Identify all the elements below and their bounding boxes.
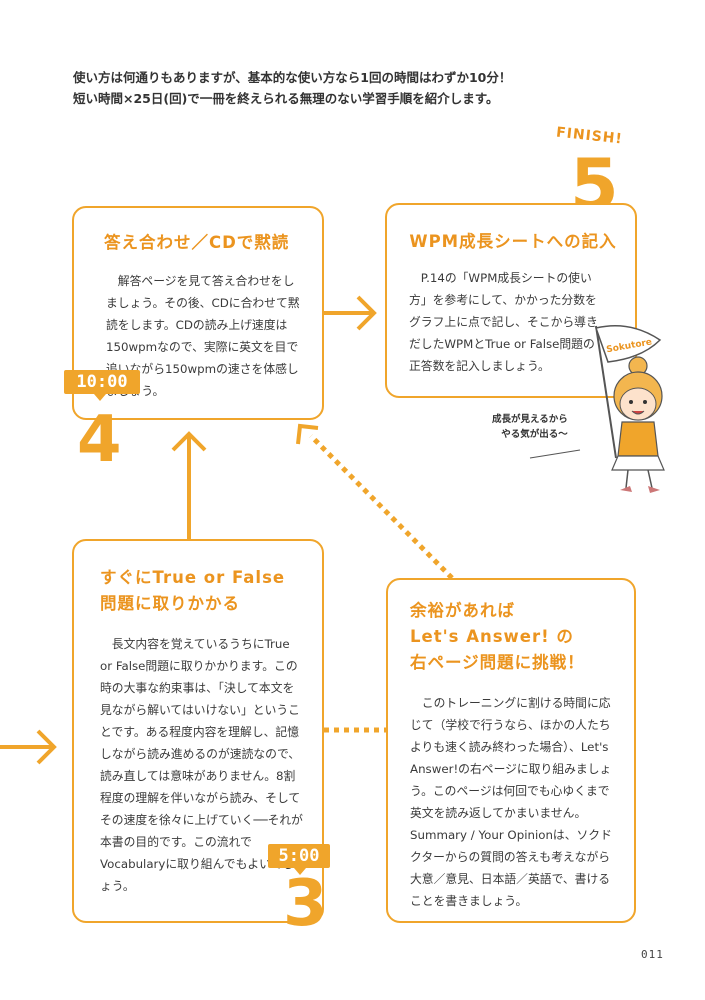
mascot-mouth [631, 410, 645, 415]
speech-text: 成長が見えるから やる気が出る〜 [492, 412, 568, 442]
mascot-eye-left [629, 400, 633, 404]
flag-pole [595, 325, 617, 459]
extra-title: 余裕があれば Let's Answer! の 右ページ問題に挑戦！ [410, 598, 614, 676]
step4-body: 解答ページを見て答え合わせをしましょう。その後、CDに合わせて黙読をします。CD… [106, 274, 300, 398]
step3-title-line-1: すぐにTrue or False [100, 568, 286, 587]
dotted-arrow-extra-to-4 [309, 434, 454, 580]
page-number: 011 [641, 948, 664, 961]
arrow-entry-head [36, 729, 57, 765]
intro-line-1: 使い方は何通りもありますが、基本的な使い方なら1回の時間はわずか10分！ [73, 70, 512, 85]
intro-line-2: 短い時間×25日(回)で一冊を終えられる無理のない学習手順を紹介します。 [73, 91, 499, 106]
speech-line-2: やる気が出る〜 [501, 429, 568, 440]
mascot-face [619, 387, 657, 421]
mascot-shoe-right [648, 486, 660, 493]
flag-cloth [595, 325, 662, 363]
speech-underline [529, 449, 581, 459]
mascot-shoe-left [620, 486, 632, 492]
mascot-skirt [611, 455, 665, 471]
extra-challenge-card: 余裕があれば Let's Answer! の 右ページ問題に挑戦！ このトレーニ… [386, 578, 636, 923]
step4-title: 答え合わせ／CDで黙読 [104, 233, 290, 252]
mascot-sweater [617, 421, 659, 457]
intro-text: 使い方は何通りもありますが、基本的な使い方なら1回の時間はわずか10分！ 短い時… [73, 67, 633, 109]
step4-time-badge: 10:00 [64, 370, 140, 401]
mascot-illustration: Sokutore [595, 325, 665, 493]
mascot-leg-left [625, 469, 629, 489]
extra-title-line-3: 右ページ問題に挑戦！ [410, 653, 585, 672]
speech-underline-stroke [529, 449, 581, 459]
mascot-leg-right [647, 469, 653, 489]
step3-title-line-2: 問題に取りかかる [100, 594, 240, 613]
step5-body: P.14の「WPM成長シートの使い方」を参考にして、かかった分数をグラフ上に点で… [409, 271, 598, 373]
arrow-3-to-4-head [171, 431, 207, 452]
dotted-arrow-head [296, 423, 319, 445]
extra-title-line-2: Let's Answer! の [410, 627, 574, 646]
step3-title: すぐにTrue or False 問題に取りかかる [100, 565, 302, 617]
step4-number: 4 [77, 403, 122, 477]
extra-title-line-1: 余裕があれば [410, 601, 515, 620]
mascot-eye-right [643, 400, 647, 404]
step3-time-badge: 5:00 [268, 844, 330, 875]
step5-card: WPM成長シートへの記入 P.14の「WPM成長シートの使い方」を参考にして、か… [385, 203, 637, 398]
arrow-4-to-5-head [356, 295, 377, 331]
step5-title: WPM成長シートへの記入 [409, 232, 617, 251]
step3-body: 長文内容を覚えているうちにTrue or False問題に取りかかります。この時… [100, 637, 303, 893]
extra-body: このトレーニングに割ける時間に応じて（学校で行うなら、ほかの人たちよりも速く読み… [410, 696, 612, 908]
step3-number: 3 [283, 867, 328, 941]
speech-line-1: 成長が見えるから [492, 414, 568, 425]
